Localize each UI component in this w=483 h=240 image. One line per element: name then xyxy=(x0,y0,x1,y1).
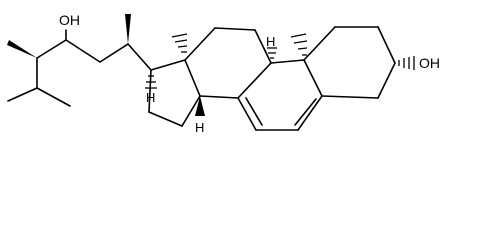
bond-c5-c6-inner xyxy=(294,98,317,126)
bond-c7-c8-inner xyxy=(245,97,263,126)
bond-c7-c8 xyxy=(237,97,257,131)
bond-c16-c17 xyxy=(148,69,152,113)
hash-methyl-c13 xyxy=(171,33,188,53)
bond-c15-c16 xyxy=(148,111,183,127)
bond-c8-c14 xyxy=(199,95,239,99)
bond-c13-c12 xyxy=(184,27,216,61)
bond-c13-c14 xyxy=(184,59,201,97)
bond-c22-c20 xyxy=(99,43,129,63)
bond-c12-c11 xyxy=(214,27,256,31)
side-chain xyxy=(7,14,152,107)
wedge-methyl-c20 xyxy=(125,14,131,44)
bond-c10-c1 xyxy=(303,26,336,61)
ring-c xyxy=(184,27,272,99)
bond-c24-c23 xyxy=(36,39,67,59)
ring-b xyxy=(237,59,323,131)
label-h-c9: H xyxy=(266,34,275,49)
bond-isopropyl-right xyxy=(36,87,71,107)
hash-methyl-c10 xyxy=(290,33,308,56)
bond-c9-c8 xyxy=(237,62,272,99)
bond-c9-c10 xyxy=(270,59,305,64)
bond-c2-c3 xyxy=(377,26,396,64)
bond-c10-c5 xyxy=(303,59,323,97)
hash-h-c9 xyxy=(267,47,277,59)
wedge-h-c14 xyxy=(195,96,205,116)
ring-d xyxy=(148,59,201,127)
wedge-methyl-c24 xyxy=(7,40,37,58)
bond-c17-c13 xyxy=(150,59,186,71)
bond-c3-c4 xyxy=(377,62,396,99)
label-oh-ring: OH xyxy=(419,55,440,71)
bond-c11-c9 xyxy=(254,29,272,64)
label-h-c14: H xyxy=(195,120,204,135)
hash-h-c17 xyxy=(145,75,157,89)
bond-c4-c5 xyxy=(321,95,379,99)
label-h-c17: H xyxy=(146,90,155,105)
molecule-structure-diagram: OH OH H H H xyxy=(7,12,440,135)
label-oh-side-chain: OH xyxy=(59,12,80,28)
hash-oh-c3 xyxy=(398,56,415,70)
bond-c14-c15 xyxy=(181,95,201,127)
bond-c5-c6 xyxy=(297,95,323,131)
stereo-bonds xyxy=(145,33,415,116)
ring-a xyxy=(303,26,396,99)
bond-isopropyl-left xyxy=(7,87,38,102)
bond-c20-c17 xyxy=(127,43,152,71)
bond-c23-c22 xyxy=(65,39,101,63)
